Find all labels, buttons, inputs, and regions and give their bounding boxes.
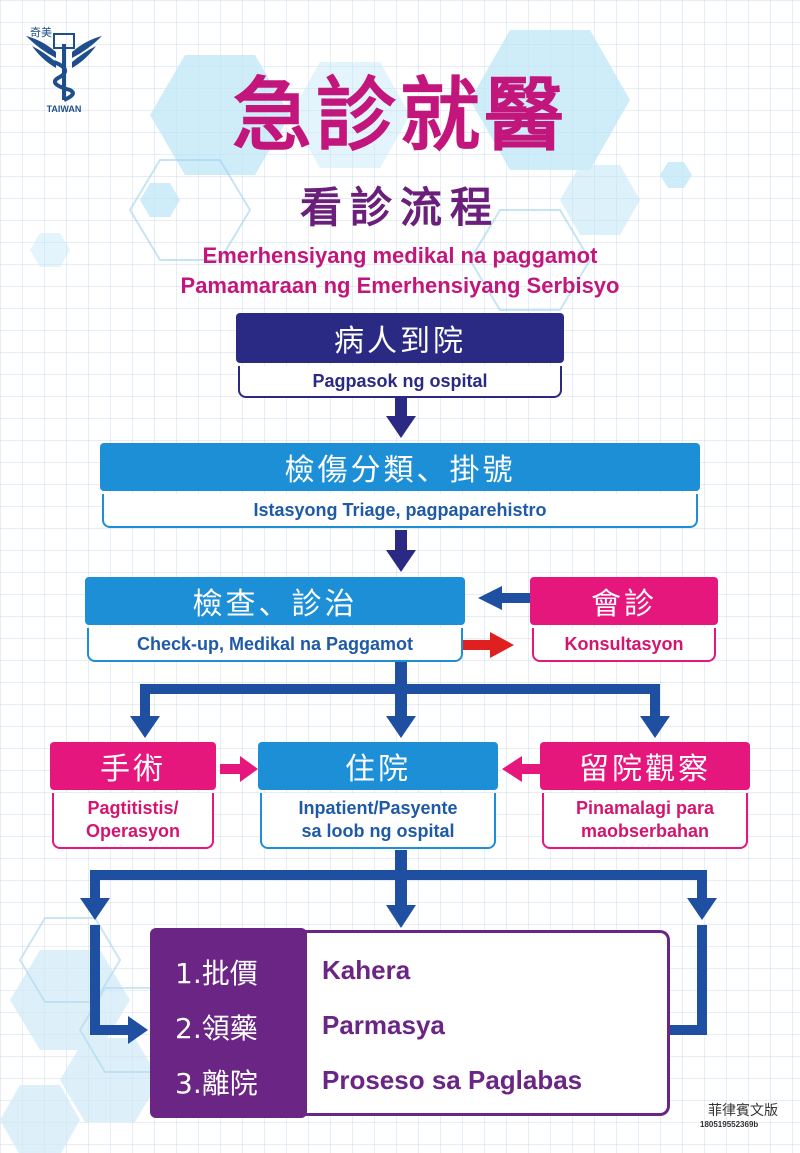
surgery-box: 手術: [50, 742, 216, 790]
exam-zh: 檢查、診治: [192, 587, 358, 622]
logo-text: TAIWAN: [46, 104, 82, 114]
exam-box: 檢查、診治: [85, 577, 465, 625]
surgery-en-box: Pagtitistis/ Operasyon: [52, 793, 214, 849]
consult-en: Konsultasyon: [564, 633, 684, 654]
observe-en-line2: maobserbahan: [580, 821, 710, 841]
triage-en-box: Istasyong Triage, pagpaparehistro: [102, 494, 698, 528]
observe-en-box: Pinamalagi para maobserbahan: [542, 793, 748, 849]
observe-zh: 留院觀察: [579, 752, 711, 787]
page-title: 急診就醫: [232, 69, 568, 162]
triage-box: 檢傷分類、掛號: [100, 443, 700, 491]
document-code: 180519552369b: [700, 1120, 759, 1129]
final-steps-en-panel: Kahera Parmasya Proseso sa Paglabas: [300, 930, 670, 1116]
surgery-en-line2: Operasyon: [85, 821, 181, 841]
title-en-line1: Emerhensiyang medikal na paggamot: [202, 243, 598, 268]
consult-en-box: Konsultasyon: [532, 628, 716, 662]
version-label: 菲律賓文版: [708, 1103, 778, 1119]
hospital-logo: 奇美 TAIWAN: [22, 18, 106, 118]
surgery-zh: 手術: [100, 752, 166, 787]
final-steps-zh-panel: 1.批價 2.領藥 3.離院: [150, 928, 307, 1118]
logo-chars: 奇美: [30, 26, 52, 39]
triage-zh: 檢傷分類、掛號: [284, 453, 516, 488]
admit-en-line2: sa loob ng ospital: [301, 821, 455, 841]
caduceus-icon: [26, 33, 102, 102]
step-1-en: Kahera: [322, 955, 411, 985]
step-2-en: Parmasya: [322, 1010, 445, 1040]
triage-en: Istasyong Triage, pagpaparehistro: [253, 499, 547, 520]
exam-en-box: Check-up, Medikal na Paggamot: [87, 628, 463, 662]
arrival-zh: 病人到院: [334, 324, 466, 359]
observe-en-line1: Pinamalagi para: [575, 798, 715, 818]
admit-zh: 住院: [345, 752, 411, 787]
exam-en: Check-up, Medikal na Paggamot: [136, 633, 414, 654]
observe-box: 留院觀察: [540, 742, 750, 790]
step-2-zh: 2.領藥: [175, 1012, 258, 1045]
surgery-en-line1: Pagtitistis/: [87, 798, 179, 818]
consult-box: 會診: [530, 577, 718, 625]
consult-zh: 會診: [591, 587, 657, 622]
admit-en-line1: Inpatient/Pasyente: [298, 798, 458, 818]
arrival-en: Pagpasok ng ospital: [312, 370, 488, 391]
step-3-zh: 3.離院: [175, 1067, 258, 1100]
step-1-zh: 1.批價: [175, 957, 258, 990]
page-subtitle: 看診流程: [299, 183, 500, 232]
title-en-line2: Pamamaraan ng Emerhensiyang Serbisyo: [180, 273, 620, 298]
admit-en-box: Inpatient/Pasyente sa loob ng ospital: [260, 793, 496, 849]
arrival-box: 病人到院: [236, 313, 564, 363]
admit-box: 住院: [258, 742, 498, 790]
arrival-en-box: Pagpasok ng ospital: [238, 366, 562, 398]
step-3-en: Proseso sa Paglabas: [322, 1065, 583, 1095]
